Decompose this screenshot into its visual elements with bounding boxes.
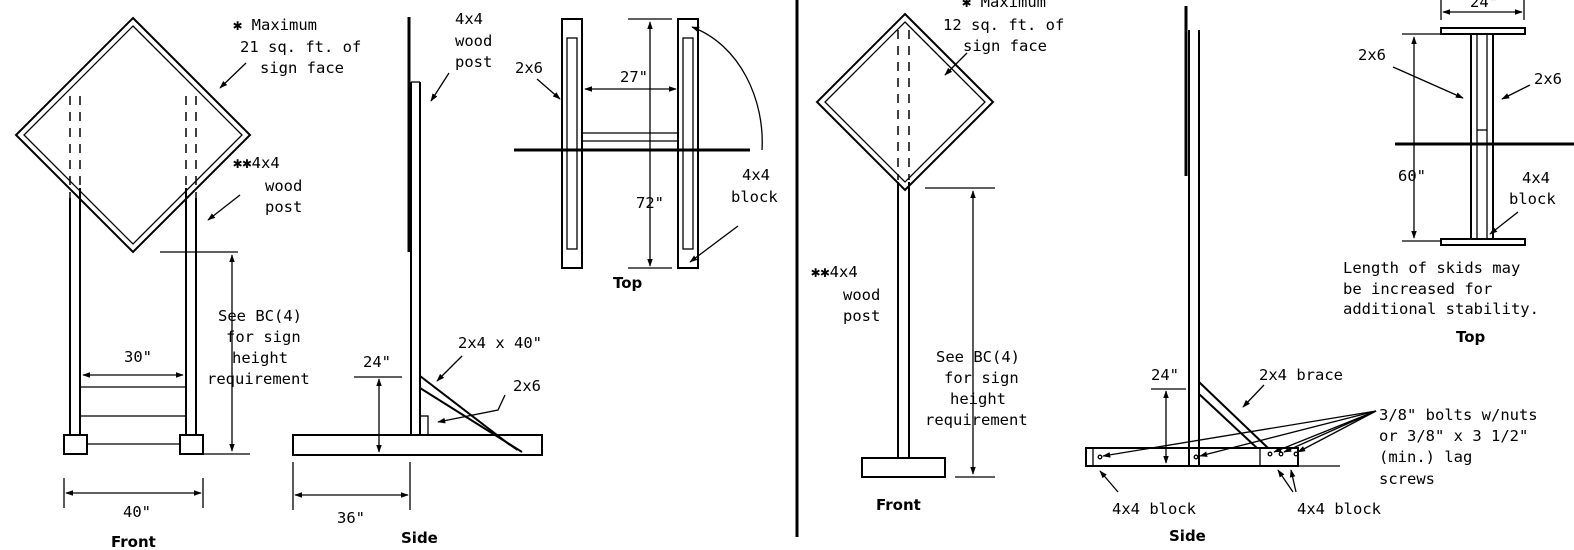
- front-view-label: Front: [111, 533, 156, 550]
- small-brace-label: 2x4 brace: [1259, 366, 1343, 384]
- skid-label: 2x6: [513, 377, 541, 395]
- small-top-length-label: 60": [1398, 167, 1426, 185]
- max-face-note-1: ✱ Maximum: [233, 16, 317, 34]
- small-top-block-1: 4x4: [1522, 169, 1550, 187]
- inner-width-label: 30": [124, 348, 152, 366]
- small-top-skid: [1470, 33, 1494, 240]
- skids-note-2: be increased for: [1343, 280, 1492, 298]
- bolts-note-1: 3/8" bolts w/nuts: [1379, 406, 1538, 424]
- brace-height-label: 24": [363, 353, 391, 371]
- top-block-label-2: block: [731, 188, 778, 206]
- top-block-label-1: 4x4: [742, 166, 770, 184]
- small-sign-face-inner: [824, 21, 986, 183]
- post-note-2: wood: [265, 177, 302, 195]
- side-view-label: Side: [401, 529, 438, 547]
- small-side-view-label: Side: [1169, 527, 1206, 545]
- top-view-label: Top: [613, 274, 643, 292]
- top-length-label: 72": [636, 194, 664, 212]
- small-top-skid-left: 2x6: [1358, 46, 1386, 64]
- small-height-note-2: for sign: [944, 369, 1019, 387]
- right-side-view: 24" 2x4 brace 3/8" bolts w/nuts or 3/8" …: [1085, 6, 1538, 545]
- small-top-view-label: Top: [1456, 328, 1486, 346]
- left-skid: [561, 18, 583, 269]
- small-post-note-2: wood: [843, 286, 880, 304]
- right-block: [179, 434, 204, 455]
- base-block: [861, 457, 946, 478]
- sign-face-outer: [14, 16, 252, 254]
- sign-face-inner: [23, 25, 243, 245]
- height-note-2: for sign: [226, 328, 301, 346]
- outer-width-label: 40": [123, 503, 151, 521]
- side-post-note-3: post: [455, 53, 492, 71]
- small-post-note-3: post: [843, 307, 880, 325]
- right-front-view: ✱ Maximum 12 sq. ft. of sign face ✱✱4x4 …: [811, 0, 1064, 514]
- bolts-note-4: screws: [1379, 470, 1435, 488]
- small-block-right-label: 4x4 block: [1297, 500, 1382, 518]
- small-max-face-note-2: 12 sq. ft. of: [943, 16, 1064, 34]
- right-top-view: 24" 2x6 2x6 60" 4x4 block Length of skid…: [1343, 0, 1574, 346]
- side-post-note-2: wood: [455, 32, 492, 50]
- max-face-note-2: 21 sq. ft. of: [240, 38, 361, 56]
- right-skid: [677, 18, 699, 269]
- small-brace-height-label: 24": [1151, 366, 1179, 384]
- small-post-note-1: ✱✱4x4: [811, 263, 858, 281]
- small-block-left-label: 4x4 block: [1112, 500, 1197, 518]
- small-skid: [1085, 447, 1299, 467]
- small-top-block-2: block: [1509, 190, 1556, 208]
- left-side-view: 4x4 wood post 24" 2x4 x 40" 2x6 36" Side: [292, 10, 543, 547]
- small-max-face-note-1: ✱ Maximum: [962, 0, 1046, 11]
- small-top-skid-right: 2x6: [1534, 70, 1562, 88]
- height-note-4: requirement: [207, 370, 310, 388]
- small-height-note-4: requirement: [925, 411, 1028, 429]
- bolts-note-3: (min.) lag: [1379, 448, 1472, 466]
- side-post-note-1: 4x4: [455, 10, 483, 28]
- skids-note-3: additional stability.: [1343, 300, 1539, 318]
- bolts-note-2: or 3/8" x 3 1/2": [1379, 427, 1528, 445]
- small-height-note-1: See BC(4): [936, 348, 1020, 366]
- left-top-view: 2x6 27" 72" 4x4 block Top: [514, 18, 778, 292]
- post-note-1: ✱✱4x4: [233, 154, 280, 172]
- small-top-width-label: 24": [1470, 0, 1498, 11]
- top-skid-label: 2x6: [515, 59, 543, 77]
- height-note-1: See BC(4): [218, 307, 302, 325]
- small-height-note-3: height: [950, 390, 1006, 408]
- skid-length-label: 36": [337, 509, 365, 527]
- skid: [292, 434, 543, 456]
- height-note-3: height: [232, 349, 288, 367]
- small-sign-face-outer: [815, 12, 995, 192]
- brace-label: 2x4 x 40": [458, 334, 542, 352]
- post-note-3: post: [265, 198, 302, 216]
- skids-note-1: Length of skids may: [1343, 259, 1520, 277]
- max-face-note-3: sign face: [260, 59, 344, 77]
- small-max-face-note-3: sign face: [963, 37, 1047, 55]
- small-front-view-label: Front: [876, 496, 921, 514]
- top-width-label: 27": [620, 68, 648, 86]
- left-block: [63, 434, 88, 455]
- left-front-view: ✱ Maximum 21 sq. ft. of sign face ✱✱4x4 …: [14, 16, 361, 550]
